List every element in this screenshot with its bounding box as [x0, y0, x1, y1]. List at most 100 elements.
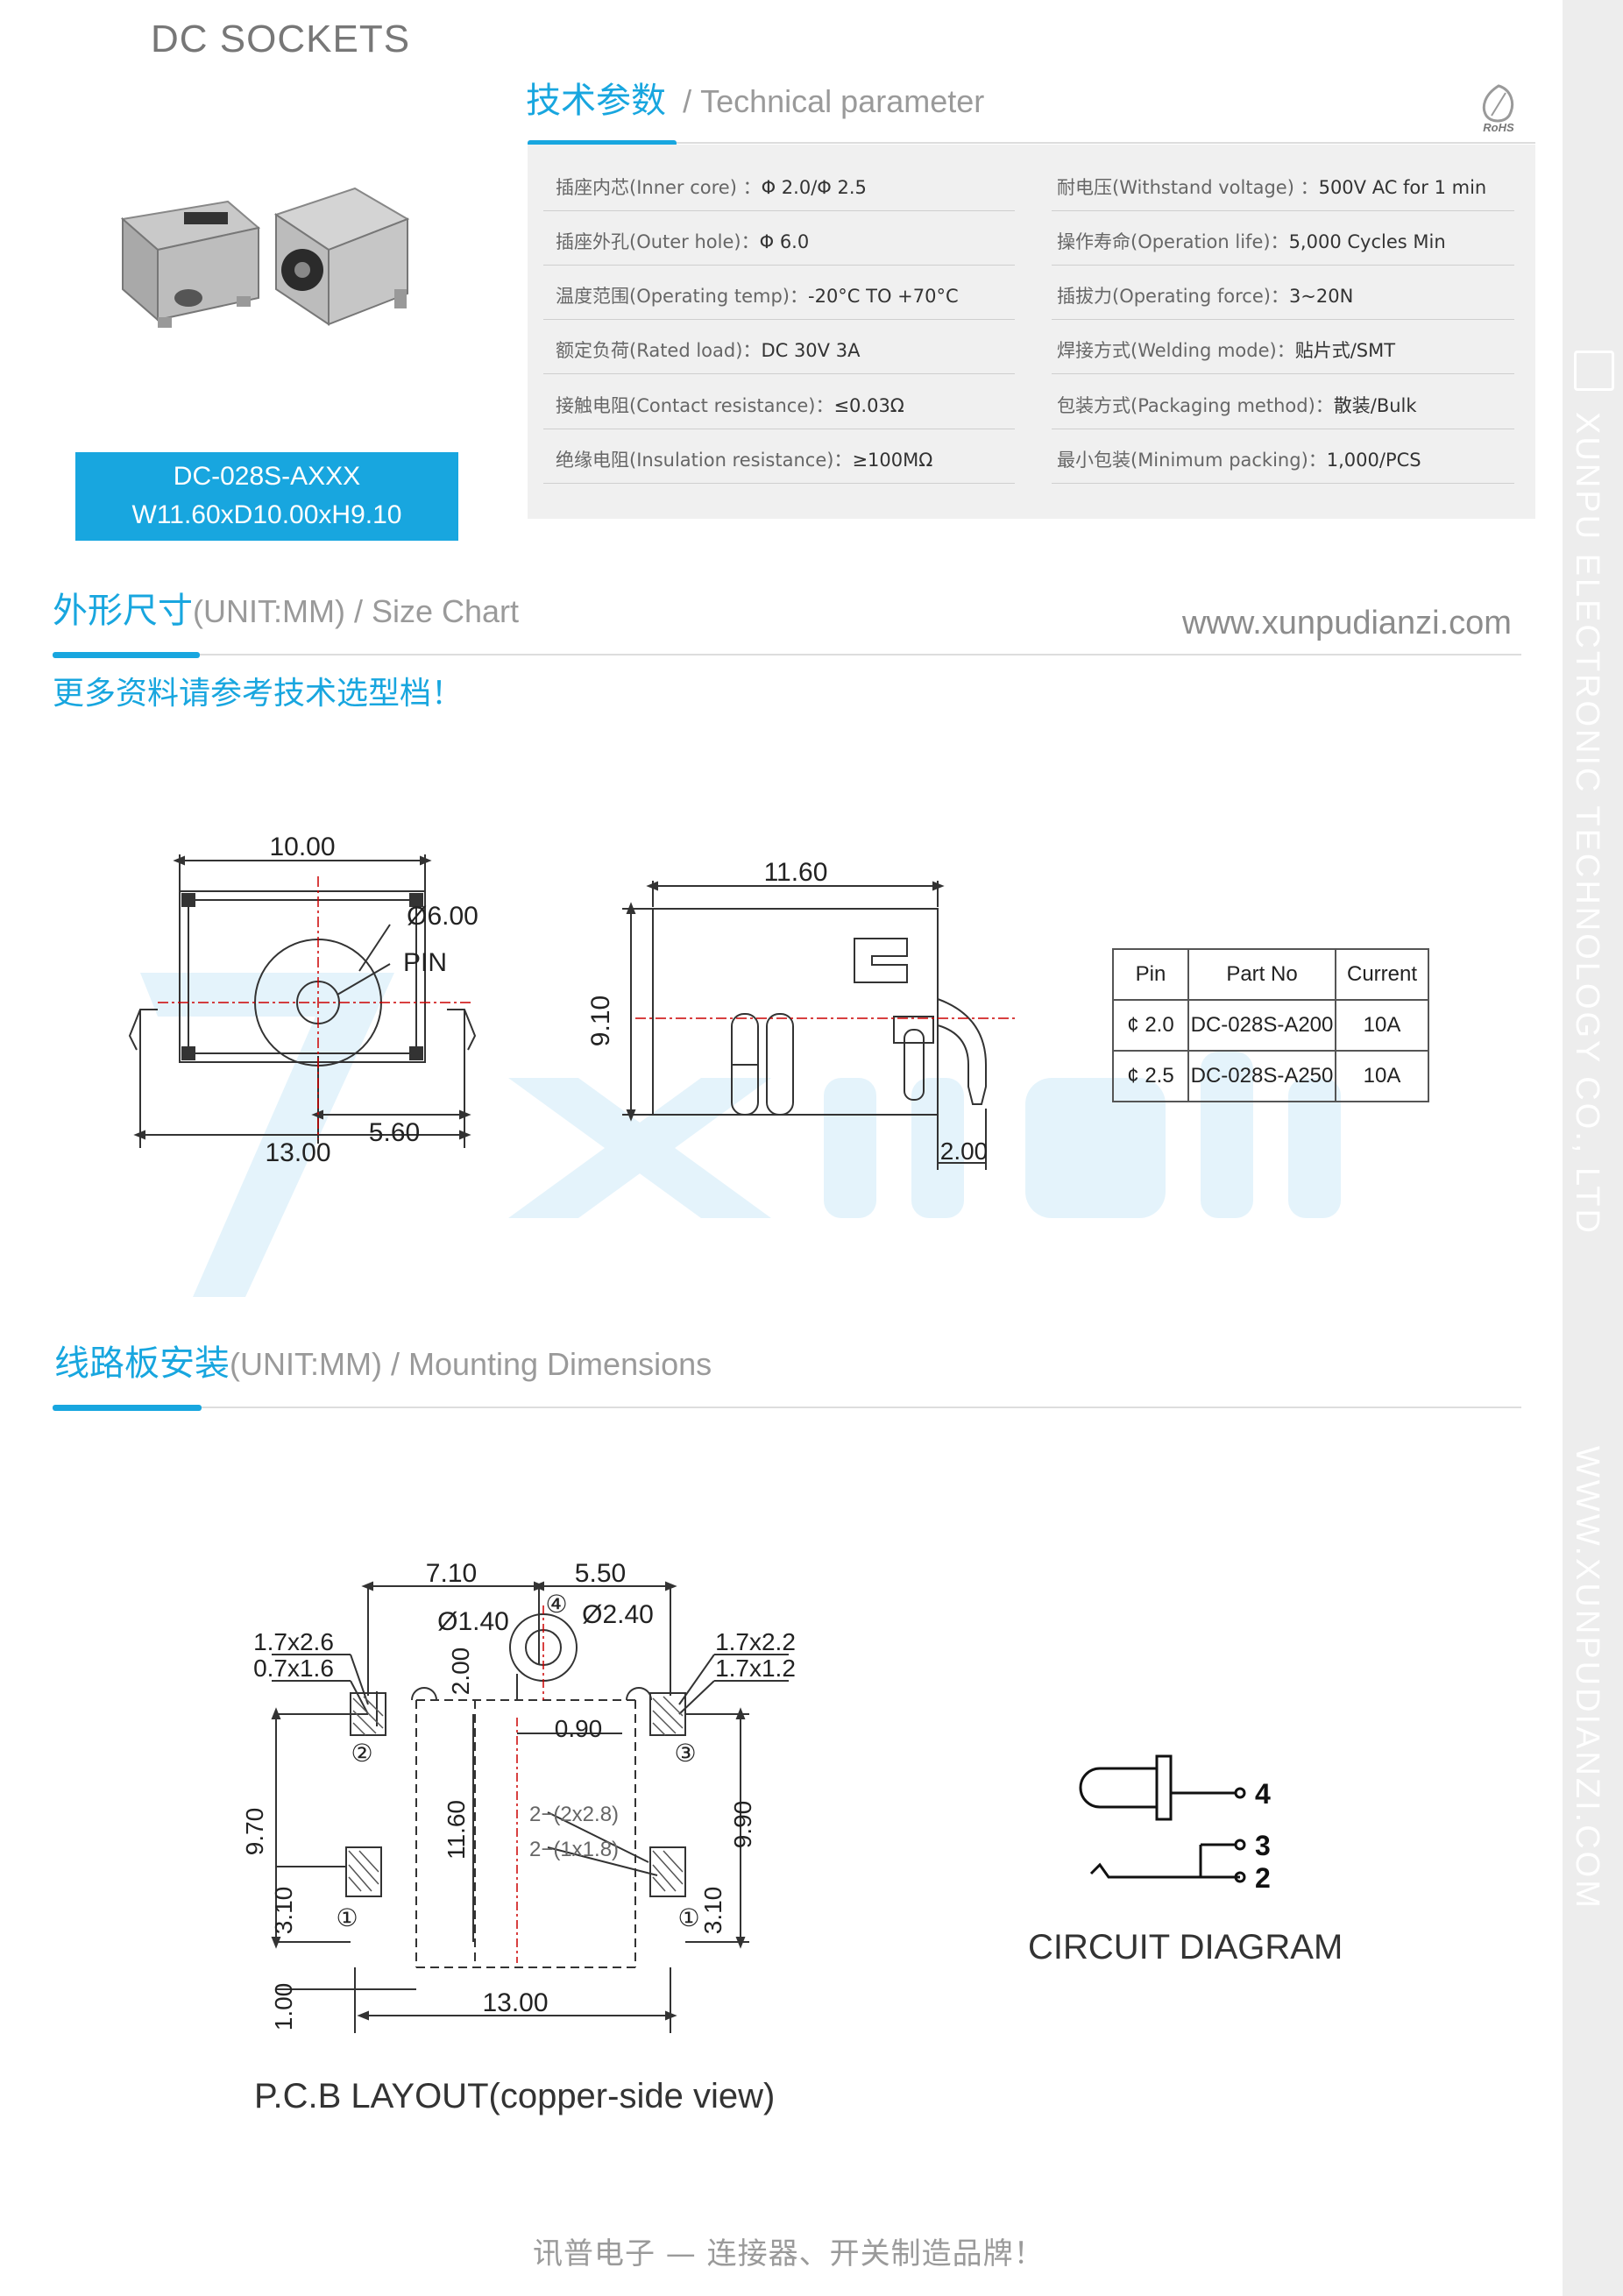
param-divider: [543, 319, 1015, 320]
table-row: ¢ 2.0 DC-028S-A200 10A: [1112, 999, 1429, 1052]
tech-section-title: 技术参数 / Technical parameter: [526, 72, 984, 123]
size-title-en: (UNIT:MM) / Size Chart: [193, 593, 520, 629]
table-cell: DC-028S-A200: [1187, 999, 1336, 1052]
product-photo: [120, 187, 410, 328]
mount-section-title: 线路板安装(UNIT:MM) / Mounting Dimensions: [54, 1335, 712, 1385]
param-value: ≥100MΩ: [852, 450, 933, 471]
rohs-icon: RoHS: [1482, 84, 1514, 133]
param-value: 1,000/PCS: [1326, 450, 1421, 471]
pcb-layout-drawing: 7.10 5.50 Ø1.40 Ø2.40 ④ 1.7x2.6 0.7x1.6 …: [241, 1559, 796, 2033]
table-cell: ¢ 2.5: [1112, 1050, 1189, 1102]
param-divider: [1052, 210, 1514, 211]
pin-3-label: ③: [674, 1740, 696, 1767]
param-row: 额定负荷(Rated load)：DC 30V 3A: [556, 337, 860, 363]
brand-title: DC SOCKETS: [151, 18, 411, 60]
front-total-label: 13.00: [265, 1138, 330, 1167]
param-label: 插拔力(Operating force)：: [1057, 286, 1289, 307]
param-divider: [1052, 319, 1514, 320]
param-divider: [1052, 265, 1514, 266]
param-label: 包装方式(Packaging method)：: [1057, 395, 1334, 416]
pcb-layout-label: P.C.B LAYOUT(copper-side view): [254, 2077, 776, 2115]
front-view-drawing: 10.00 Ø6.00 PIN 5.60 13.00: [128, 833, 478, 1167]
table-row: ¢ 2.5 DC-028S-A250 10A: [1112, 1050, 1429, 1102]
pcb-hole-large: Ø2.40: [582, 1600, 654, 1629]
param-value: 贴片式/SMT: [1294, 340, 1396, 361]
pcb-hole-small: Ø1.40: [437, 1607, 509, 1636]
param-label: 插座内芯(Inner core) ：: [556, 177, 762, 198]
param-row: 操作寿命(Operation life)：5,000 Cycles Min: [1057, 228, 1446, 254]
size-accent-bar: [53, 652, 200, 658]
circuit-pin-3: 3: [1255, 1830, 1271, 1861]
pcb-note-b: 2−(1x1.8): [529, 1838, 619, 1861]
tech-accent-bar: [528, 140, 677, 146]
mount-accent-bar: [53, 1405, 202, 1411]
xunpu-watermark: [140, 973, 1341, 1297]
param-value: 5,000 Cycles Min: [1288, 231, 1446, 252]
param-row: 包装方式(Packaging method)：散装/Bulk: [1057, 392, 1417, 418]
side-website-text: WWW.XUNPUDIANZI.COM: [1569, 1446, 1605, 1910]
size-title-cn: 外形尺寸: [53, 591, 193, 631]
table-cell: 10A: [1335, 999, 1429, 1052]
table-cell: 10A: [1335, 1050, 1429, 1102]
param-row: 焊接方式(Welding mode)：贴片式/SMT: [1057, 337, 1395, 363]
socket-photo-right: [273, 187, 410, 326]
tech-divider: [677, 142, 1535, 144]
size-section-title: 外形尺寸(UNIT:MM) / Size Chart: [53, 582, 519, 633]
footer-slogan: 讯普电子 — 连接器、开关制造品牌！: [533, 2236, 1045, 2271]
param-label: 耐电压(Withstand voltage) ：: [1057, 177, 1319, 198]
pcb-dim-1300: 13.00: [482, 1988, 548, 2017]
socket-photo-left: [120, 200, 261, 328]
param-row: 插拔力(Operating force)：3~20N: [1057, 282, 1353, 308]
param-value: 3~20N: [1288, 286, 1354, 307]
pcb-dim-710: 7.10: [426, 1559, 477, 1588]
param-label: 温度范围(Operating temp)：: [556, 286, 808, 307]
param-label: 焊接方式(Welding mode)：: [1057, 340, 1295, 361]
param-divider: [543, 265, 1015, 266]
mount-title-en: (UNIT:MM) / Mounting Dimensions: [230, 1346, 712, 1382]
table-cell: ¢ 2.0: [1112, 999, 1189, 1052]
reference-note: 更多资料请参考技术选型档！: [53, 676, 464, 712]
pcb-dim-310-right: 3.10: [699, 1887, 726, 1935]
size-divider: [200, 654, 1521, 655]
tech-title-cn: 技术参数: [526, 81, 666, 121]
model-box: DC-028S-AXXX W11.60xD10.00xH9.10: [75, 452, 458, 541]
circuit-diagram: 4 3 2: [1079, 1754, 1271, 1894]
pin-4-label: ④: [545, 1591, 567, 1618]
front-pin-label: PIN: [403, 948, 447, 977]
side-company-text: XUNPU ELECTRONIC TECHNOLOGY CO., LTD: [1569, 412, 1605, 1236]
pcb-dim-970: 9.70: [241, 1808, 268, 1856]
param-value: 散装/Bulk: [1333, 395, 1417, 416]
param-row: 绝缘电阻(Insulation resistance)：≥100MΩ: [556, 446, 932, 472]
param-label: 最小包装(Minimum packing)：: [1057, 450, 1327, 471]
part-header: Part No: [1187, 948, 1336, 1001]
front-pin-offset-label: 5.60: [369, 1118, 420, 1147]
param-value: ≤0.03Ω: [833, 395, 904, 416]
circuit-label: CIRCUIT DIAGRAM: [1028, 1928, 1343, 1966]
pcb-pad-tr-a: 1.7x2.2: [715, 1628, 796, 1655]
front-width-label: 10.00: [269, 833, 335, 861]
pin-1-left-label: ①: [336, 1904, 358, 1931]
pcb-pad-tl-b: 0.7x1.6: [253, 1655, 334, 1682]
param-row: 插座外孔(Outer hole)：Φ 6.0: [556, 228, 809, 254]
pcb-dim-090: 0.90: [555, 1715, 603, 1742]
param-row: 插座内芯(Inner core) ：Φ 2.0/Φ 2.5: [556, 174, 867, 200]
pin-table-header: Pin Part No Current: [1112, 948, 1429, 1001]
pcb-dim-990: 9.90: [729, 1801, 756, 1849]
pcb-pad-tr-b: 1.7x1.2: [715, 1655, 796, 1682]
current-header: Current: [1335, 948, 1429, 1001]
param-row: 最小包装(Minimum packing)：1,000/PCS: [1057, 446, 1421, 472]
side-height-label: 9.10: [586, 996, 615, 1046]
param-divider: [1052, 373, 1514, 374]
param-label: 插座外孔(Outer hole)：: [556, 231, 760, 252]
pcb-pad-tl-a: 1.7x2.6: [253, 1628, 334, 1655]
tech-title-en: / Technical parameter: [683, 83, 985, 119]
side-offset-label: 2.00: [940, 1137, 989, 1165]
front-hole-label: Ø6.00: [407, 902, 478, 931]
param-label: 额定负荷(Rated load)：: [556, 340, 762, 361]
website-text: www.xunpudianzi.com: [1182, 605, 1512, 641]
param-row: 耐电压(Withstand voltage) ：500V AC for 1 mi…: [1057, 174, 1486, 200]
pin-1-right-label: ①: [677, 1904, 699, 1931]
param-label: 接触电阻(Contact resistance)：: [556, 395, 834, 416]
rohs-label: RoHS: [1483, 121, 1514, 133]
param-divider: [1052, 483, 1514, 484]
